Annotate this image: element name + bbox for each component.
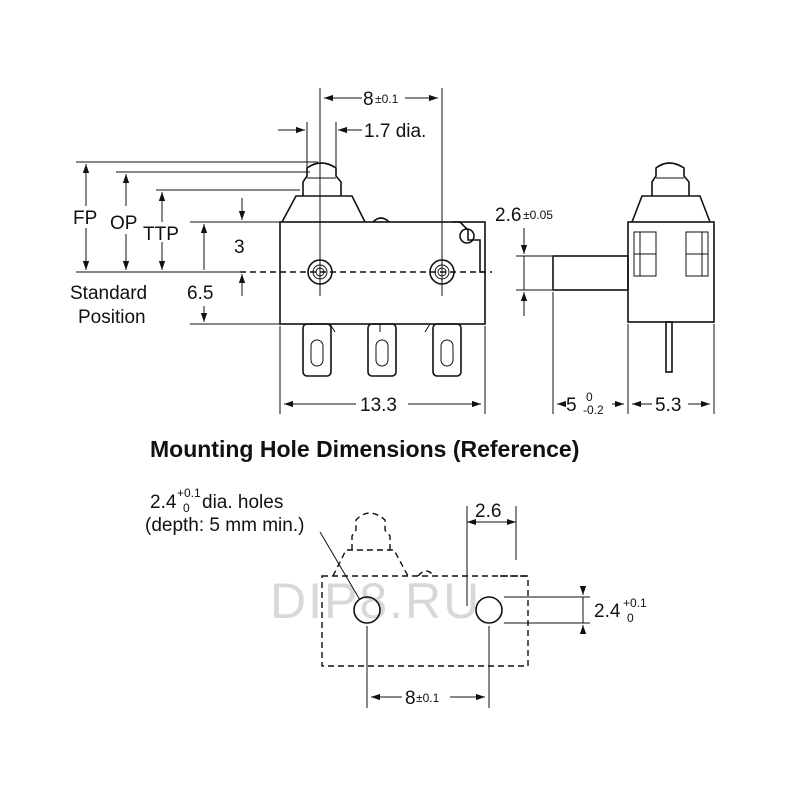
front-view: 8 ±0.1 1.7 dia. FP OP TTP 3 6.5 Standa bbox=[70, 88, 492, 416]
plunger bbox=[302, 162, 342, 196]
hole-tol-lower: 0 bbox=[183, 501, 190, 515]
standard-label: Standard bbox=[70, 283, 147, 304]
hole-tol-upper: +0.1 bbox=[177, 486, 201, 500]
mount-hole-left bbox=[353, 596, 381, 624]
edge-offset-label: 2.6 bbox=[475, 501, 501, 522]
depth-tol-upper: 0 bbox=[586, 390, 593, 404]
terminal-1 bbox=[302, 323, 332, 377]
hole-main-label: 2.4 bbox=[150, 492, 177, 513]
thickness-main-label: 2.6 bbox=[495, 205, 521, 226]
depth-note-label: (depth: 5 mm min.) bbox=[145, 515, 304, 536]
height-main-label: 2.4 bbox=[594, 601, 621, 622]
section-title: Mounting Hole Dimensions (Reference) bbox=[150, 436, 579, 462]
pitch-tol-label: ±0.1 bbox=[416, 691, 440, 705]
side-terminal bbox=[665, 321, 673, 373]
depth-main-label: 5 bbox=[566, 395, 577, 416]
position-label: Position bbox=[78, 307, 146, 328]
fp-label: FP bbox=[73, 208, 97, 229]
plunger-dia-label: 1.7 dia. bbox=[364, 121, 426, 142]
width-tol-label: ±0.1 bbox=[375, 92, 399, 106]
op-label: OP bbox=[110, 213, 137, 234]
mount-hole-right bbox=[475, 596, 503, 624]
side-boss bbox=[552, 255, 629, 291]
side-width-label: 5.3 bbox=[655, 395, 681, 416]
pitch-main-label: 8 bbox=[405, 688, 416, 709]
dim-3-label: 3 bbox=[234, 237, 245, 258]
mounting-view: DIP8.RU 2.4 +0.1 0 dia. holes (depth: 5 … bbox=[145, 486, 647, 709]
ttp-label: TTP bbox=[143, 224, 179, 245]
mounting-outline bbox=[321, 575, 529, 667]
actuator-housing bbox=[281, 195, 366, 223]
side-body bbox=[627, 221, 715, 323]
side-view: 2.6 ±0.05 5 0 -0.2 5.3 bbox=[495, 162, 715, 417]
depth-tol-lower: -0.2 bbox=[583, 403, 604, 417]
hole-suffix-label: dia. holes bbox=[202, 492, 283, 513]
height-tol-lower: 0 bbox=[627, 611, 634, 625]
thickness-tol-label: ±0.05 bbox=[523, 208, 553, 222]
length-label: 13.3 bbox=[360, 395, 397, 416]
terminal-3 bbox=[432, 323, 462, 377]
terminal-2 bbox=[367, 323, 397, 377]
dim-65-label: 6.5 bbox=[187, 283, 213, 304]
height-tol-upper: +0.1 bbox=[623, 596, 647, 610]
width-main-label: 8 bbox=[363, 89, 374, 110]
